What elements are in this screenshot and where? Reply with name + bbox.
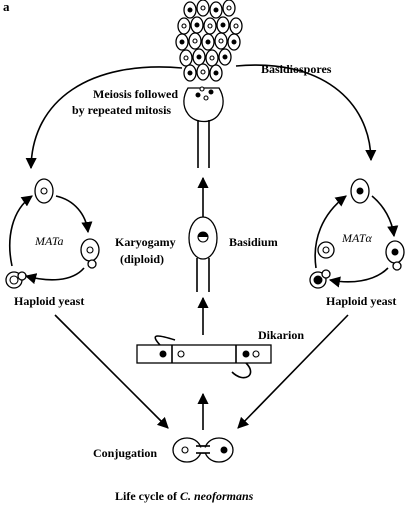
dikarion-hypha	[136, 335, 272, 379]
right-haploid-cycle	[309, 178, 405, 289]
arrow-to-right-haploid	[235, 64, 377, 162]
label-basidiospores: Basidiospores	[261, 62, 332, 76]
arrow-to-left-haploid	[25, 66, 183, 170]
caption-prefix: Life cycle of	[115, 489, 180, 503]
arrow-right-haploid-to-conjugation	[237, 314, 349, 429]
label-diploid: (diploid)	[120, 252, 164, 266]
label-mat-a: MATa	[34, 234, 63, 248]
label-meiosis-line2: by repeated mitosis	[72, 103, 171, 117]
conjugation-cells	[172, 437, 234, 463]
caption-species: C. neoformans	[180, 489, 254, 503]
figure-caption: Life cycle of C. neoformans	[115, 489, 254, 503]
label-karyogamy: Karyogamy	[115, 235, 176, 249]
label-haploid-yeast-left: Haploid yeast	[14, 294, 84, 308]
arrow-left-haploid-to-conjugation	[54, 314, 169, 429]
basidiospore-cluster	[175, 0, 243, 168]
label-conjugation: Conjugation	[93, 446, 157, 460]
label-basidium: Basidium	[229, 235, 278, 249]
left-haploid-cycle	[5, 178, 100, 289]
panel-letter: a	[3, 0, 10, 14]
label-meiosis-line1: Meiosis followed	[93, 87, 178, 101]
label-mat-alpha: MATα	[341, 231, 373, 245]
basidium-cell	[188, 216, 218, 292]
label-haploid-yeast-right: Haploid yeast	[326, 294, 396, 308]
label-dikarion: Dikarion	[258, 328, 304, 342]
